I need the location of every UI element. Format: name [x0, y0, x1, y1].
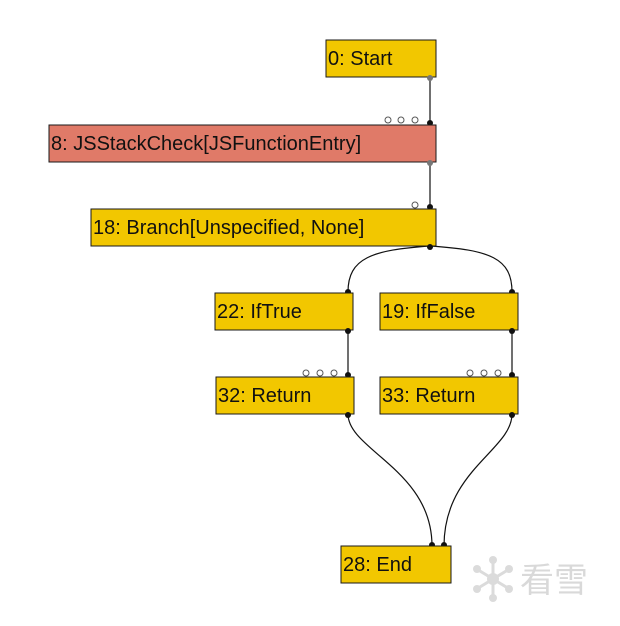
input-port-open — [397, 116, 405, 124]
node-end-box — [340, 545, 452, 584]
edge-branch-to-iffalse — [429, 245, 513, 293]
input-port-open — [411, 116, 419, 124]
output-port-dot — [427, 160, 433, 166]
input-port-open — [494, 369, 502, 377]
node-jsstackcheck[interactable]: 8: JSStackCheck[JSFunctionEntry] — [48, 116, 437, 166]
node-jsstackcheck-label: 8: JSStackCheck[JSFunctionEntry] — [51, 133, 361, 155]
node-return-32-label: 32: Return — [218, 385, 311, 407]
input-port-open — [330, 369, 338, 377]
edges — [347, 78, 513, 547]
watermark: 看雪 — [473, 556, 588, 602]
edge-return33-to-end — [443, 413, 513, 547]
node-end-label: 28: End — [343, 554, 412, 576]
node-iftrue-box — [214, 292, 354, 331]
input-port-open — [302, 369, 310, 377]
node-iftrue[interactable]: 22: IfTrue — [214, 289, 354, 334]
node-return-32-box — [215, 376, 355, 415]
node-jsstackcheck-box — [48, 124, 437, 163]
node-start-label: 0: Start — [328, 48, 393, 70]
node-return-32[interactable]: 32: Return — [215, 369, 355, 418]
node-return-33-label: 33: Return — [382, 385, 475, 407]
node-iffalse-box — [379, 292, 519, 331]
output-port-dot — [427, 75, 433, 81]
node-start-box — [325, 39, 437, 78]
watermark-text: 看雪 — [520, 561, 588, 601]
snowflake-logo-icon — [473, 556, 513, 602]
node-iffalse-label: 19: IfFalse — [382, 301, 475, 323]
output-port-dot — [345, 328, 351, 334]
input-port-open — [384, 116, 392, 124]
node-iffalse[interactable]: 19: IfFalse — [379, 289, 519, 334]
node-branch-box — [90, 208, 437, 247]
output-port-dot — [509, 412, 515, 418]
input-port-open — [411, 201, 419, 209]
edge-branch-to-iftrue — [347, 245, 431, 293]
node-branch-label: 18: Branch[Unspecified, None] — [93, 217, 364, 239]
node-start[interactable]: 0: Start — [325, 39, 437, 81]
input-port-open — [480, 369, 488, 377]
input-port-open — [316, 369, 324, 377]
output-port-dot — [509, 328, 515, 334]
node-iftrue-label: 22: IfTrue — [217, 301, 302, 323]
edge-return32-to-end — [347, 413, 433, 547]
output-port-dot — [427, 244, 433, 250]
input-port-open — [466, 369, 474, 377]
node-end[interactable]: 28: End — [340, 542, 452, 584]
node-branch[interactable]: 18: Branch[Unspecified, None] — [90, 201, 437, 250]
node-return-33[interactable]: 33: Return — [379, 369, 519, 418]
output-port-dot — [345, 412, 351, 418]
node-return-33-box — [379, 376, 519, 415]
